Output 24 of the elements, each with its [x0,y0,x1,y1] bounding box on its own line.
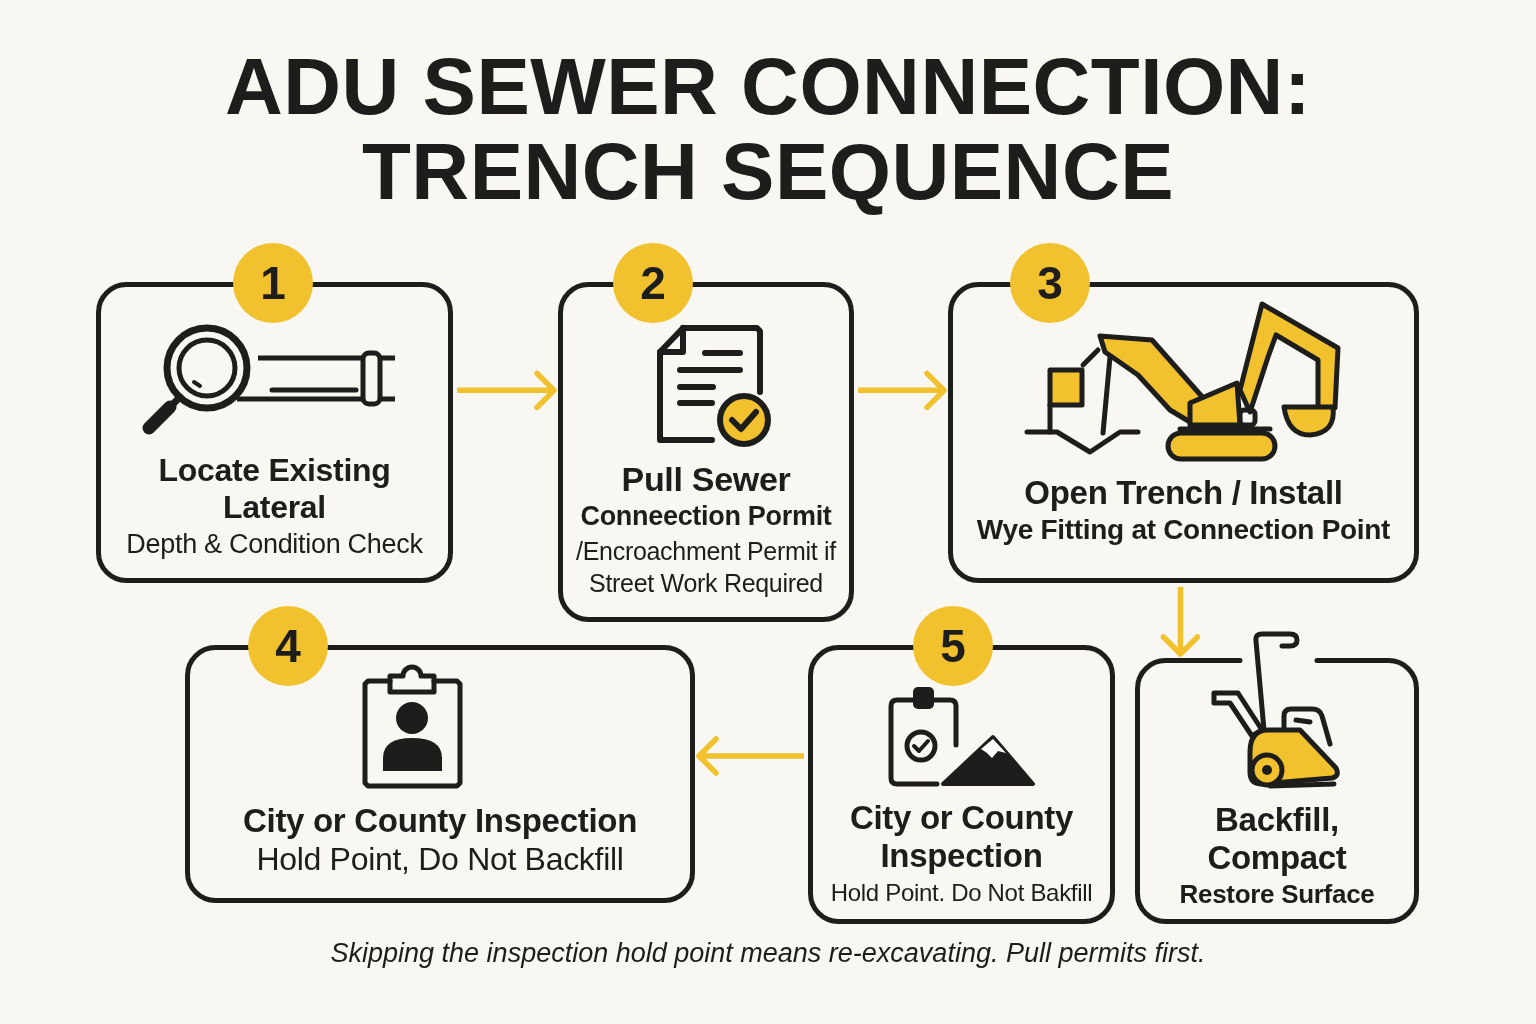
step-number-badge: 2 [613,243,693,323]
arrow [858,370,947,411]
step-description: Hold Point. Do Not Bakfill [830,878,1093,908]
step-title: City or County Inspection [243,802,637,840]
step-number-badge: 3 [1010,243,1090,323]
step-title: Open Trench / Install [1024,474,1343,511]
step-subtitle: Wye Fitting at Connection Point [976,513,1391,547]
step-number-badge: 1 [233,243,313,323]
step-title: Locate Existing Lateral [157,452,392,526]
step-description: Depth & Condition Check [126,528,423,561]
step-title: Pull Sewer [621,460,791,498]
title: ADU SEWER CONNECTION: TRENCH SEQUENCE [223,44,1312,214]
step-description: Hold Point, Do Not Backfill [256,840,624,878]
step-title: Backfill, Compact [1206,801,1348,877]
arrow [1160,587,1201,657]
step-number-badge: 4 [248,606,328,686]
arrow [457,370,557,411]
step-title: City or County Inspection [848,799,1075,875]
step-subtitle: Restore Surface [1179,878,1375,911]
step-description: /Encroachment Permit if Street Work Required [575,536,838,599]
caption: Skipping the inspection hold point means re-excavating. Pull permits first. [330,937,1206,970]
step-subtitle: Conneection Pormit [580,500,832,533]
arrow [696,736,804,776]
step-number-badge: 5 [913,606,993,686]
